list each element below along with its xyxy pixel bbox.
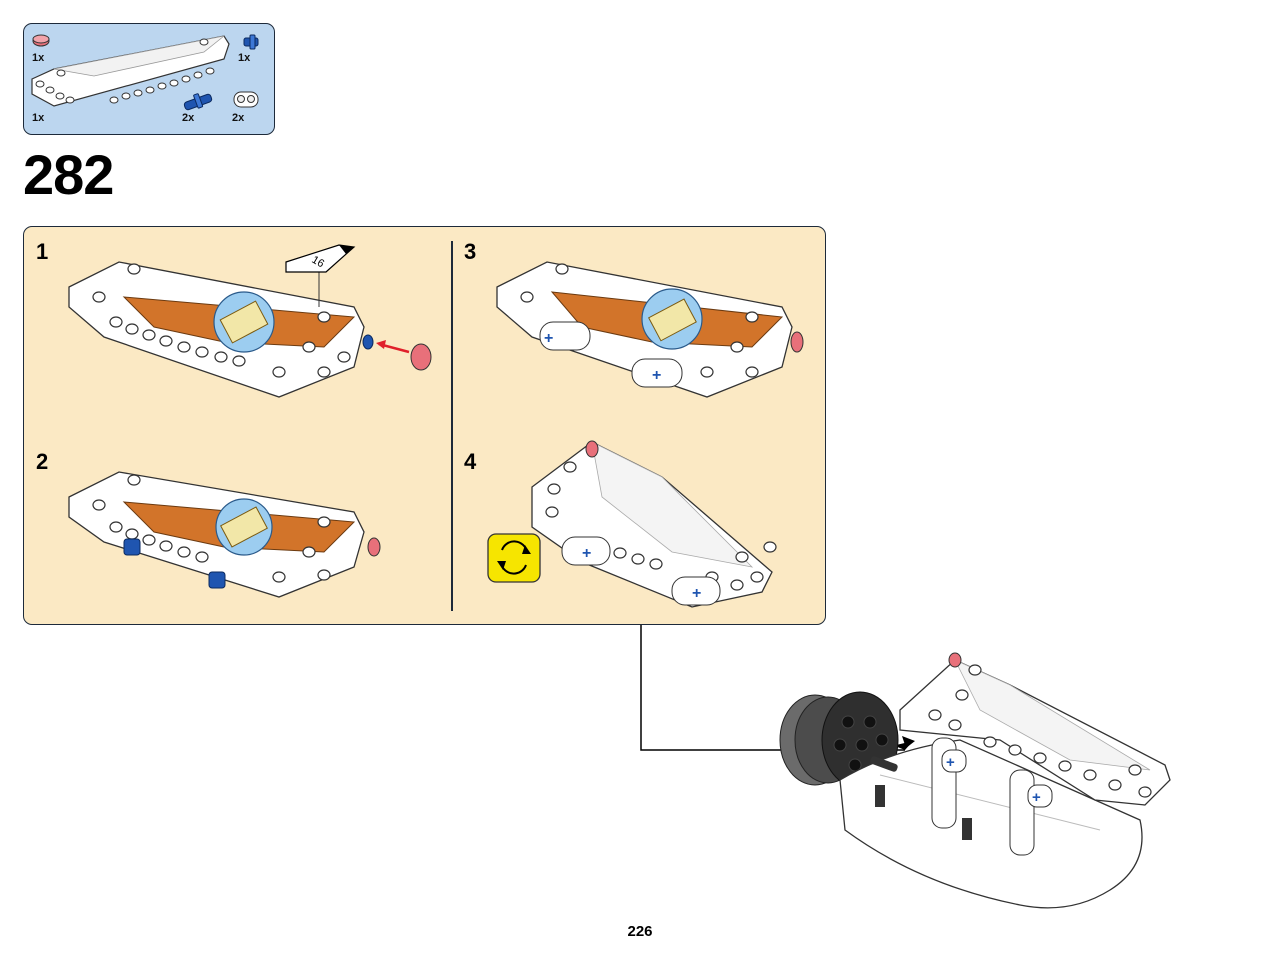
main-assembly-illustration: + + — [779, 652, 1171, 909]
blue-pin — [208, 571, 226, 589]
substep-label-1: 1 — [36, 239, 49, 264]
connector: + — [631, 358, 683, 388]
rotate-icon — [487, 533, 541, 583]
substep-label-4: 4 — [464, 449, 477, 474]
connector: + — [931, 737, 967, 829]
white-panel-on-assembly: + + — [899, 652, 1171, 856]
substep-label-3: 3 — [464, 239, 477, 264]
qty-white-connector: 2x — [232, 112, 245, 124]
white-housing — [839, 739, 1143, 909]
parts-list-box: 1x 1x 1x 2x 2x — [23, 23, 275, 135]
step-number: 282 — [23, 143, 114, 206]
connector: + — [539, 321, 591, 351]
red-tile-part — [32, 34, 50, 47]
svg-text:+: + — [582, 545, 591, 562]
sticker-number: 16 — [310, 254, 327, 271]
substep-2-illustration — [68, 471, 381, 598]
qty-white-panel: 1x — [32, 112, 45, 124]
connector: + — [671, 576, 721, 606]
sticker-callout — [285, 244, 356, 273]
blue-pin — [123, 538, 141, 556]
parts-illustration — [31, 34, 259, 111]
svg-text:+: + — [1032, 789, 1041, 806]
qty-blue-pin: 2x — [182, 112, 195, 124]
blue-pin-part — [183, 93, 213, 111]
connector: + — [1009, 769, 1053, 856]
white-connector-part — [233, 91, 259, 108]
sticker-logo — [213, 291, 275, 353]
svg-text:+: + — [652, 367, 661, 384]
panel-divider — [451, 241, 453, 611]
connector: + — [561, 536, 611, 566]
substep-panel: 1 2 3 4 16 — [23, 226, 826, 625]
white-panel-part — [31, 35, 230, 107]
qty-blue-axle-pin: 1x — [238, 52, 251, 64]
svg-text:+: + — [692, 585, 701, 602]
qty-red-tile: 1x — [32, 52, 45, 64]
page-number: 226 — [627, 923, 653, 940]
substep-3-illustration: + + — [496, 261, 804, 398]
svg-text:+: + — [544, 330, 553, 347]
substep-1-illustration: 16 — [68, 244, 432, 398]
svg-text:+: + — [946, 754, 955, 771]
red-tile — [410, 343, 432, 371]
blue-axle-pin-part — [243, 34, 259, 50]
substep-4-illustration: + + — [487, 440, 777, 608]
substep-label-2: 2 — [36, 449, 49, 474]
